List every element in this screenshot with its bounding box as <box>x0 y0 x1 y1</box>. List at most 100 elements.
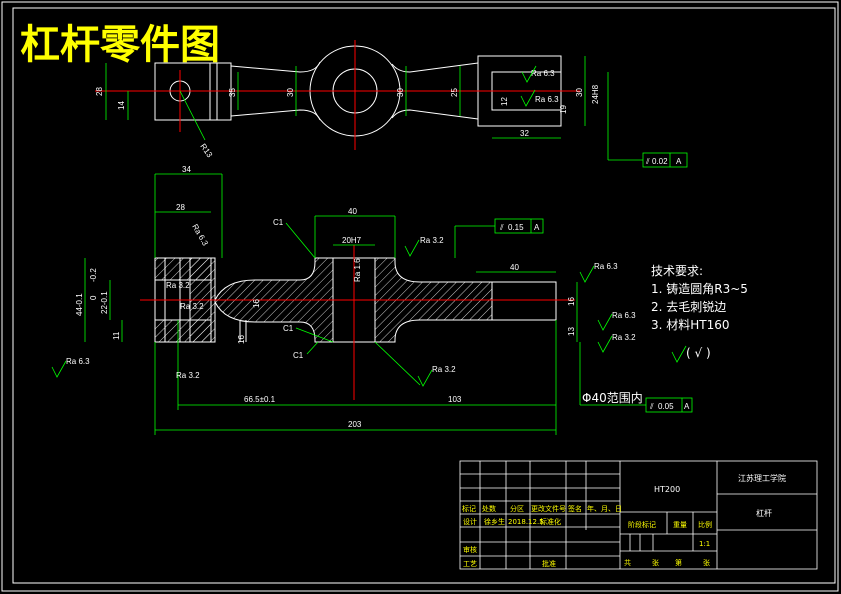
rough-r7: Ra 6.3 <box>66 357 90 366</box>
front-view-dim-texts: 34 28 40 20H7 40 66.5±0.1 103 203 16 16 … <box>66 165 690 429</box>
inner-frame <box>12 7 836 584</box>
tb-design-label: 设计 <box>463 517 477 526</box>
tb-scale-value: 1:1 <box>699 540 710 548</box>
title-block <box>459 460 818 570</box>
tol-top-value: 0.15 <box>508 223 524 232</box>
dim-30c-text: 30 <box>575 88 584 97</box>
range-note: Φ40范围内 <box>582 391 643 405</box>
dim-11-text: 11 <box>112 331 121 340</box>
material-value: HT200 <box>654 485 680 494</box>
top-rough-1: Ra 6.3 <box>531 69 555 78</box>
dim-14-text: 14 <box>117 101 126 110</box>
flatness-value: 0.02 <box>652 157 668 166</box>
roughness-icon <box>51 360 67 378</box>
tb-sheet-3: 第 <box>675 558 682 567</box>
tb-designer-name: 徐乡生 <box>484 517 505 526</box>
dim-19-text: 19 <box>559 105 568 114</box>
rough-r11: Ra 3.2 <box>176 371 200 380</box>
tol-bottom-datum: A <box>684 402 690 411</box>
rough-r10: Ra 3.2 <box>612 333 636 342</box>
dim-40-text: 40 <box>348 207 357 216</box>
tb-sheet-4: 张 <box>703 558 710 567</box>
top-view-centerlines <box>95 40 580 150</box>
roughness-icon <box>521 65 537 83</box>
c1-mid-text: C1 <box>283 324 294 333</box>
front-view-centerlines <box>140 245 575 400</box>
rough-r8: Ra 6.3 <box>594 262 618 271</box>
dim-30b-text: 30 <box>396 88 405 97</box>
tech-rough-symbol: ( √ ) <box>686 346 711 360</box>
top-view-dim-texts: 28 14 35 30 30 25 24H8 12 19 32 30 R13 R… <box>95 69 682 166</box>
part-name: 杠杆 <box>756 508 772 518</box>
dim-34-text: 34 <box>182 165 191 174</box>
tb-header-date: 年、月、日 <box>587 504 622 513</box>
tb-stage-label: 阶段标记 <box>628 520 656 529</box>
tb-sheet-1: 共 <box>624 558 631 567</box>
tol-bottom-value: 0.05 <box>658 402 674 411</box>
tech-requirements: 技术要求: 1. 铸造圆角R3~5 2. 去毛刺锐边 3. 材料HT160 ( … <box>651 264 748 360</box>
r13-text: R13 <box>198 142 214 160</box>
rough-r9: Ra 6.3 <box>612 311 636 320</box>
rough-r6: Ra 3.2 <box>432 365 456 374</box>
dim-30a-text: 30 <box>286 88 295 97</box>
roughness-icon <box>520 89 536 107</box>
dim-05-text: -0.2 <box>89 268 98 282</box>
tol-bottom-symbol-icon: ⫽ <box>649 402 654 411</box>
tol-top-frame <box>494 218 544 234</box>
dim-16c-text: 16 <box>237 335 246 344</box>
flatness-frame <box>642 152 688 168</box>
school-name: 江苏理工学院 <box>738 473 786 483</box>
c1-bottom-text: C1 <box>293 351 304 360</box>
tol-top-symbol-icon: ⫽ <box>499 223 504 232</box>
roughness-icon <box>671 345 687 363</box>
roughness-icon <box>417 369 433 387</box>
c1-leader-bottom <box>306 341 319 355</box>
c1-leader-top <box>285 222 316 259</box>
tb-header-sign: 签名 <box>568 504 582 513</box>
front-view-dimensions <box>84 173 693 435</box>
tb-header-zone: 分区 <box>510 504 524 513</box>
c1-top-text: C1 <box>273 218 284 227</box>
dim-66-text: 66.5±0.1 <box>244 395 276 404</box>
flatness-datum: A <box>676 157 682 166</box>
dim-40b-text: 40 <box>510 263 519 272</box>
tb-process-label: 工艺 <box>463 560 477 568</box>
dim-24h8-text: 24H8 <box>591 84 600 104</box>
title-block-texts: HT200 江苏理工学院 杠杆 标记 处数 分区 更改文件号 签名 年、月、日 … <box>462 473 786 568</box>
ra-leader-bottom <box>374 341 421 386</box>
rough-r2: Ra 3.2 <box>420 236 444 245</box>
r13-leader <box>179 90 206 141</box>
rough-r1: Ra 6.3 <box>190 223 210 248</box>
dim-35-text: 35 <box>228 88 237 97</box>
tb-header-doc: 更改文件号 <box>531 504 566 513</box>
tb-design-date: 2018.12.5 <box>508 518 544 526</box>
tb-audit-label: 审核 <box>463 545 477 554</box>
roughness-icon <box>597 335 613 353</box>
tb-header-mark: 标记 <box>462 504 476 513</box>
roughness-icon <box>579 265 595 283</box>
dim-20h7-text: 20H7 <box>342 236 362 245</box>
tech-heading: 技术要求: <box>651 264 703 278</box>
dim-22-text: 22-0.1 <box>100 291 109 314</box>
roughness-icon <box>597 313 613 331</box>
top-rough-2: Ra 6.3 <box>535 95 559 104</box>
right-rod-outline <box>491 281 557 321</box>
c1-leader-mid <box>295 327 334 343</box>
flatness-symbol-icon: ⫽ <box>645 157 650 166</box>
right-arm <box>391 62 479 120</box>
dim-13-text: 13 <box>567 327 576 336</box>
dim-32-text: 32 <box>520 129 529 138</box>
tech-item-3: 3. 材料HT160 <box>651 318 730 332</box>
dim-16-left-text: 16 <box>252 299 261 308</box>
dim-16-right-text: 16 <box>567 297 576 306</box>
roughness-icon <box>404 239 420 257</box>
roughness-symbols <box>51 65 687 387</box>
tb-scale-label: 比例 <box>698 520 712 529</box>
dim-0-text: 0 <box>89 295 98 300</box>
dim-28-front-text: 28 <box>176 203 185 212</box>
dim-44-text: 44-0.1 <box>75 293 84 316</box>
tb-header-count: 处数 <box>482 504 496 513</box>
tb-weight-label: 重量 <box>673 521 687 529</box>
